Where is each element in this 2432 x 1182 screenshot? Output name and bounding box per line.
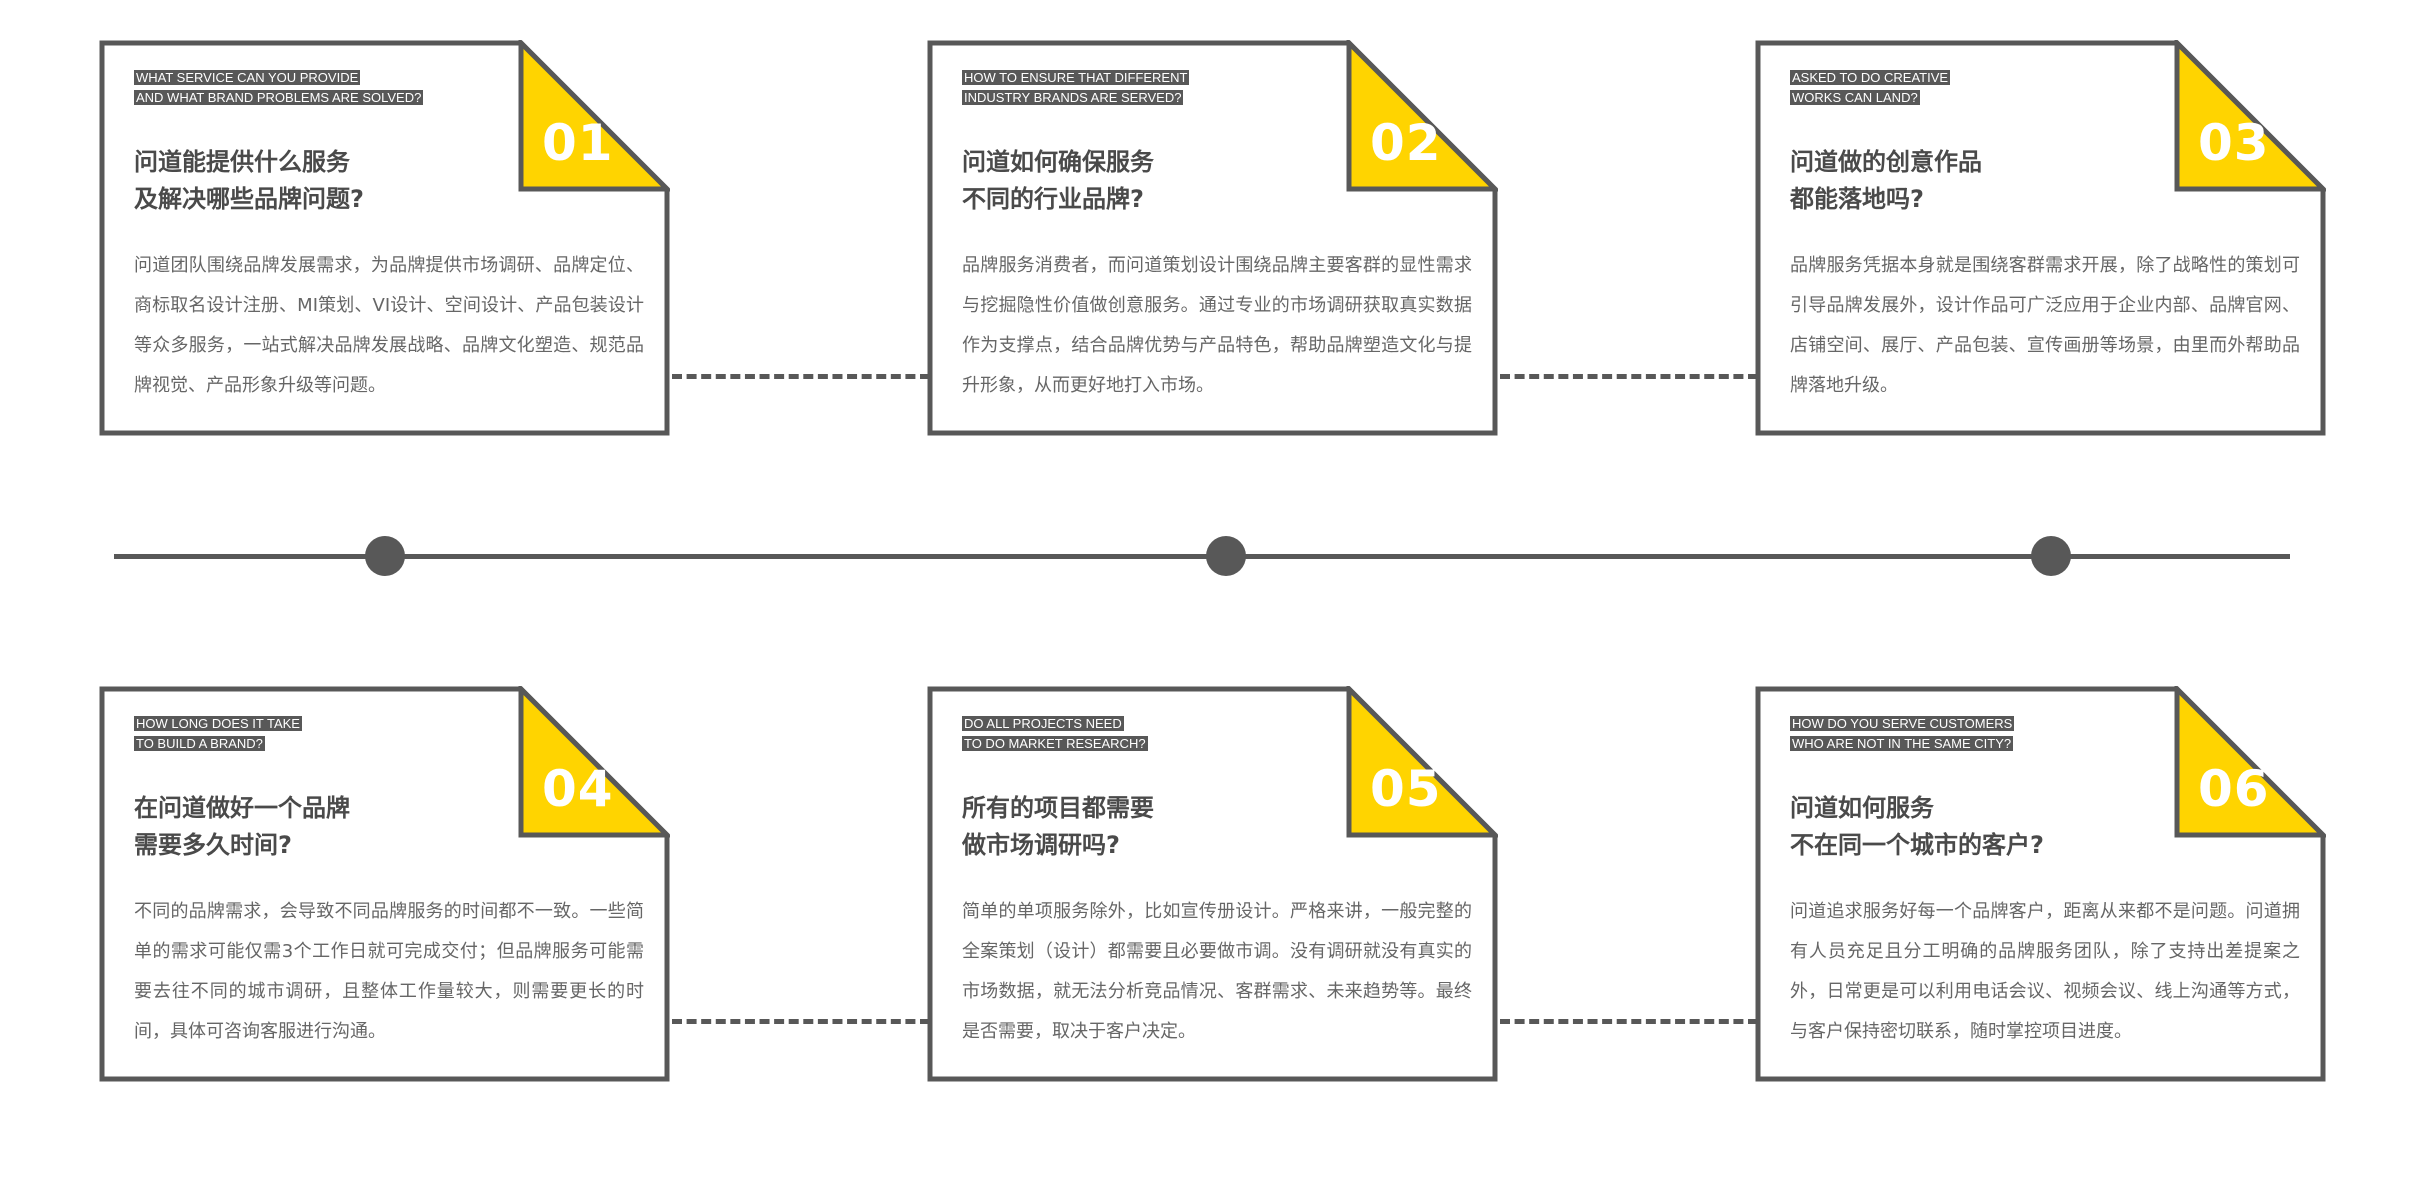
corner-fold	[1346, 686, 1498, 838]
card-title-line-1: 所有的项目都需要	[962, 794, 1154, 822]
card-english-subtitle: WHAT SERVICE CAN YOU PROVIDE AND WHAT BR…	[134, 68, 464, 108]
card-english-subtitle: DO ALL PROJECTS NEED TO DO MARKET RESEAR…	[962, 714, 1292, 754]
card-frame	[927, 40, 1498, 436]
card-frame	[1755, 686, 2326, 1082]
card-english-line-2: WORKS CAN LAND?	[1790, 90, 1920, 105]
card-english-line-2: TO DO MARKET RESEARCH?	[962, 736, 1148, 751]
card-title-line-2: 都能落地吗?	[1790, 185, 1924, 213]
card-title: 问道如何确保服务 不同的行业品牌?	[962, 144, 1292, 218]
card-english-line-1: HOW TO ENSURE THAT DIFFERENT	[962, 70, 1190, 85]
faq-card-6: 06 HOW DO YOU SERVE CUSTOMERS WHO ARE NO…	[1755, 686, 2326, 1082]
card-title-line-2: 需要多久时间?	[134, 831, 292, 859]
card-frame	[927, 686, 1498, 1082]
card-title-line-1: 问道做的创意作品	[1790, 148, 1982, 176]
card-english-line-2: AND WHAT BRAND PROBLEMS ARE SOLVED?	[134, 90, 424, 105]
card-title-line-2: 不在同一个城市的客户?	[1790, 831, 2044, 859]
timeline-node-3	[2031, 536, 2071, 576]
connector-dash-5-6	[1500, 1019, 1758, 1024]
card-number: 04	[542, 760, 614, 818]
connector-dash-1-2	[672, 374, 930, 379]
card-number: 06	[2198, 760, 2270, 818]
corner-fold	[2174, 40, 2326, 192]
timeline-node-1	[365, 536, 405, 576]
corner-fold	[2174, 686, 2326, 838]
card-number: 02	[1370, 114, 1442, 172]
card-english-subtitle: ASKED TO DO CREATIVE WORKS CAN LAND?	[1790, 68, 2120, 108]
card-english-line-1: HOW DO YOU SERVE CUSTOMERS	[1790, 716, 2015, 731]
corner-fold	[1346, 40, 1498, 192]
faq-card-3: 03 ASKED TO DO CREATIVE WORKS CAN LAND? …	[1755, 40, 2326, 436]
card-title-line-1: 问道如何确保服务	[962, 148, 1154, 176]
card-title: 问道能提供什么服务 及解决哪些品牌问题?	[134, 144, 464, 218]
card-english-line-1: HOW LONG DOES IT TAKE	[134, 716, 302, 731]
card-frame	[99, 686, 670, 1082]
connector-dash-4-5	[672, 1019, 930, 1024]
card-body: 问道追求服务好每一个品牌客户，距离从来都不是问题。问道拥有人员充足且分工明确的品…	[1790, 901, 2300, 1042]
card-title-line-1: 问道能提供什么服务	[134, 148, 350, 176]
corner-fold	[518, 686, 670, 838]
card-body: 品牌服务凭据本身就是围绕客群需求开展，除了战略性的策划可引导品牌发展外，设计作品…	[1790, 255, 2300, 396]
card-english-subtitle: HOW LONG DOES IT TAKE TO BUILD A BRAND?	[134, 714, 464, 754]
faq-card-2: 02 HOW TO ENSURE THAT DIFFERENT INDUSTRY…	[927, 40, 1498, 436]
card-english-subtitle: HOW TO ENSURE THAT DIFFERENT INDUSTRY BR…	[962, 68, 1292, 108]
card-english-line-1: DO ALL PROJECTS NEED	[962, 716, 1124, 731]
card-english-line-2: TO BUILD A BRAND?	[134, 736, 265, 751]
card-english-subtitle: HOW DO YOU SERVE CUSTOMERS WHO ARE NOT I…	[1790, 714, 2120, 754]
corner-fold	[518, 40, 670, 192]
card-title: 问道如何服务 不在同一个城市的客户?	[1790, 790, 2120, 864]
card-title-line-2: 做市场调研吗?	[962, 831, 1120, 859]
card-english-line-2: INDUSTRY BRANDS ARE SERVED?	[962, 90, 1184, 105]
card-number: 03	[2198, 114, 2270, 172]
card-english-line-2: WHO ARE NOT IN THE SAME CITY?	[1790, 736, 2014, 751]
card-number: 05	[1370, 760, 1442, 818]
faq-card-5: 05 DO ALL PROJECTS NEED TO DO MARKET RES…	[927, 686, 1498, 1082]
card-title: 问道做的创意作品 都能落地吗?	[1790, 144, 2120, 218]
connector-dash-2-3	[1500, 374, 1758, 379]
card-frame	[99, 40, 670, 436]
timeline-node-2	[1206, 536, 1246, 576]
timeline-axis	[114, 554, 2290, 559]
card-body: 不同的品牌需求，会导致不同品牌服务的时间都不一致。一些简单的需求可能仅需3个工作…	[134, 901, 644, 1042]
card-body: 简单的单项服务除外，比如宣传册设计。严格来讲，一般完整的全案策划（设计）都需要且…	[962, 901, 1472, 1042]
card-title-line-1: 在问道做好一个品牌	[134, 794, 350, 822]
card-number: 01	[542, 114, 614, 172]
card-body: 问道团队围绕品牌发展需求，为品牌提供市场调研、品牌定位、商标取名设计注册、MI策…	[134, 255, 644, 396]
card-english-line-1: ASKED TO DO CREATIVE	[1790, 70, 1951, 85]
card-title: 在问道做好一个品牌 需要多久时间?	[134, 790, 464, 864]
faq-card-4: 04 HOW LONG DOES IT TAKE TO BUILD A BRAN…	[99, 686, 670, 1082]
card-frame	[1755, 40, 2326, 436]
card-title: 所有的项目都需要 做市场调研吗?	[962, 790, 1292, 864]
faq-card-1: 01 WHAT SERVICE CAN YOU PROVIDE AND WHAT…	[99, 40, 670, 436]
card-title-line-2: 不同的行业品牌?	[962, 185, 1144, 213]
card-body: 品牌服务消费者，而问道策划设计围绕品牌主要客群的显性需求与挖掘隐性价值做创意服务…	[962, 255, 1472, 396]
card-title-line-2: 及解决哪些品牌问题?	[134, 185, 364, 213]
card-english-line-1: WHAT SERVICE CAN YOU PROVIDE	[134, 70, 361, 85]
card-title-line-1: 问道如何服务	[1790, 794, 1934, 822]
